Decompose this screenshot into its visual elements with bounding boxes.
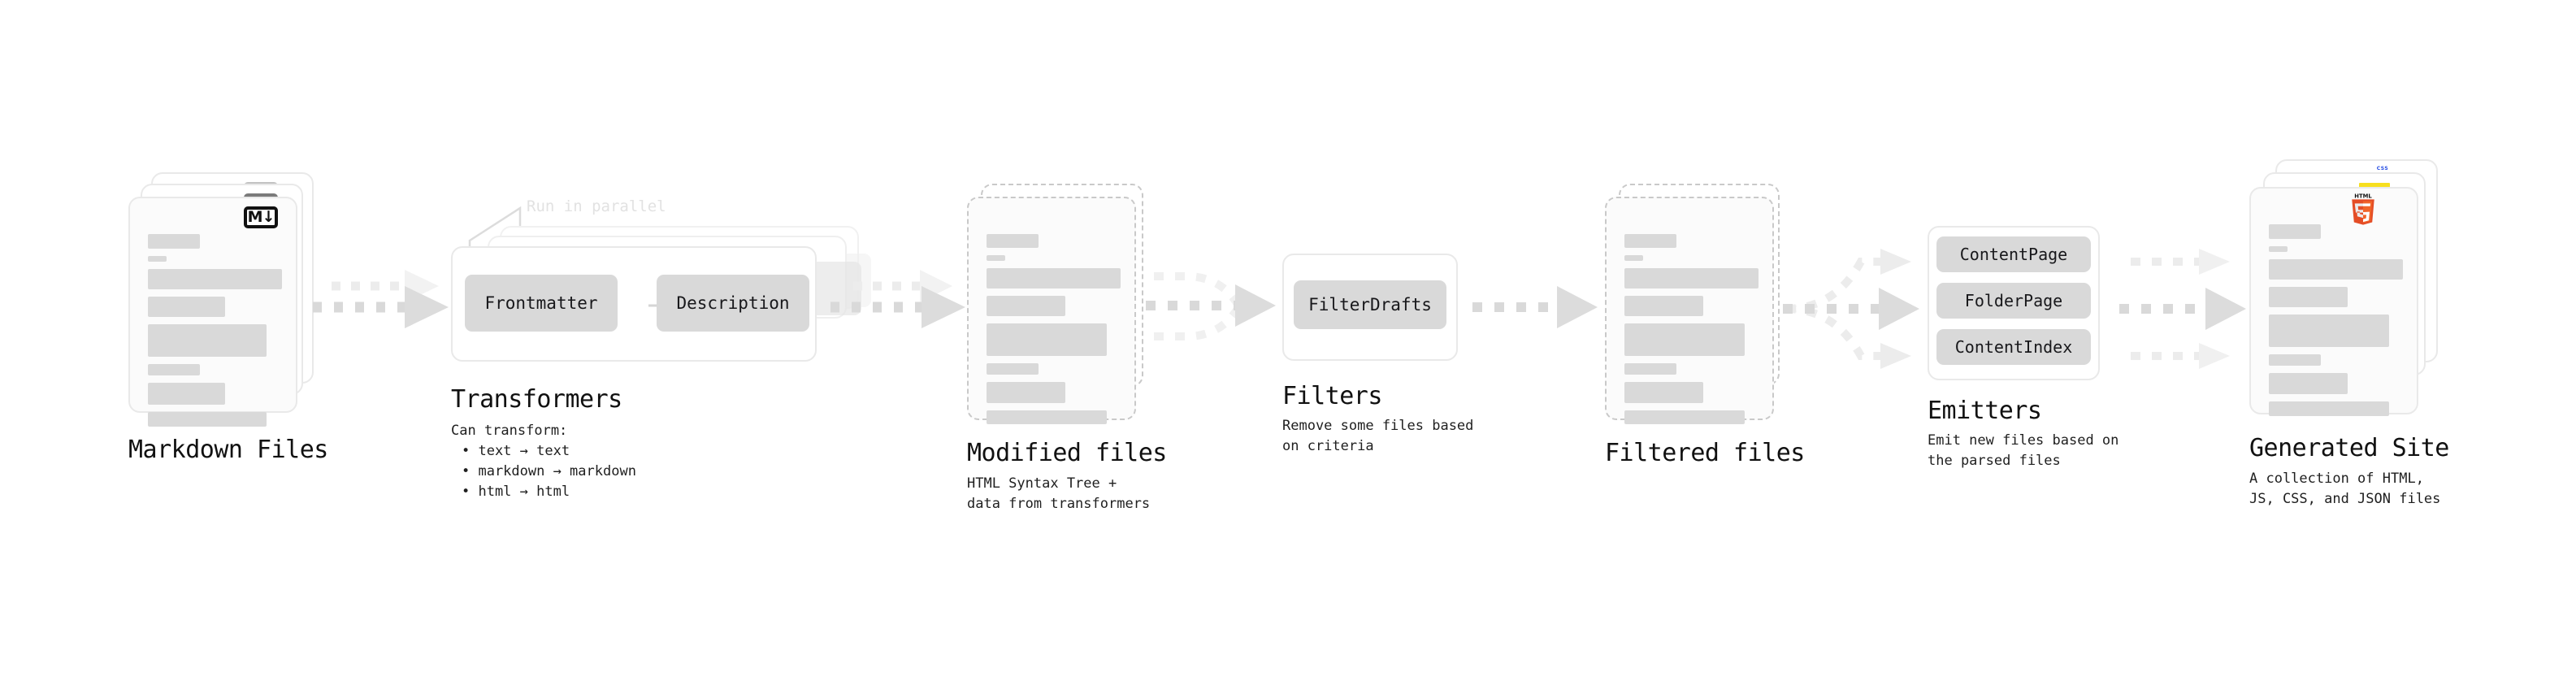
modified-files-title: Modified files [967, 439, 1167, 467]
emitters-chip-contentindex[interactable]: ContentIndex [1936, 329, 2091, 365]
filters-chip-filterdrafts-label: FilterDrafts [1308, 295, 1432, 314]
arrow-emitters-to-site [2119, 249, 2246, 369]
emitters-chip-contentpage[interactable]: ContentPage [1936, 236, 2091, 272]
arrow-filters-to-filtered [1472, 286, 1598, 328]
arrow-markdown-to-transformers [313, 270, 449, 328]
generated-site-title: Generated Site [2249, 434, 2449, 462]
arrow-filtered-to-emitters [1783, 249, 1919, 369]
arrow-transformers-to-modified [830, 270, 965, 328]
markdown-files-title: Markdown Files [128, 436, 328, 464]
transformers-bullet-0: • text → text [462, 443, 570, 459]
markdown-badge: M↓ [244, 206, 278, 228]
markdown-card-front [128, 197, 297, 427]
transformers-title: Transformers [451, 385, 622, 414]
generated-site-subtitle: A collection of HTML, JS, CSS, and JSON … [2249, 471, 2441, 507]
markdown-card-bars [148, 234, 282, 434]
site-card-bars [2269, 224, 2403, 423]
transformer-chip-description[interactable]: Description [657, 275, 809, 332]
emitters-chip-folderpage-label: FolderPage [1964, 291, 2063, 310]
emitters-chip-contentpage-label: ContentPage [1959, 245, 2068, 264]
transformers-subtitle: Can transform: [451, 423, 568, 439]
filtered-files-title: Filtered files [1605, 439, 1805, 467]
transformer-chip-description-label: Description [676, 293, 790, 313]
transformer-chip-frontmatter-label: Frontmatter [484, 293, 598, 313]
modified-card-bars [987, 234, 1121, 432]
modified-files-subtitle: HTML Syntax Tree + data from transformer… [967, 475, 1151, 512]
transformer-chip-frontmatter[interactable]: Frontmatter [465, 275, 618, 332]
emitters-subtitle: Emit new files based on the parsed files [1928, 432, 2119, 469]
site-card-front [2249, 187, 2418, 416]
svg-text:HTML: HTML [2354, 193, 2372, 199]
filters-subtitle: Remove some files based on criteria [1282, 418, 1474, 454]
filters-chip-filterdrafts[interactable]: FilterDrafts [1294, 280, 1446, 329]
filtered-card-front [1605, 197, 1774, 424]
filtered-card-bars [1624, 234, 1759, 432]
emitters-chip-folderpage[interactable]: FolderPage [1936, 283, 2091, 319]
modified-card-front [967, 197, 1136, 424]
emitters-title: Emitters [1928, 397, 2042, 425]
run-in-parallel-label: Run in parallel [527, 197, 666, 215]
filters-title: Filters [1282, 382, 1382, 410]
arrow-modified-to-filters [1146, 272, 1276, 340]
html5-badge: HTML [2352, 193, 2374, 225]
emitters-chip-contentindex-label: ContentIndex [1954, 337, 2073, 357]
transformers-bullet-2: • html → html [462, 484, 570, 500]
transformers-bullet-1: • markdown → markdown [462, 463, 636, 479]
